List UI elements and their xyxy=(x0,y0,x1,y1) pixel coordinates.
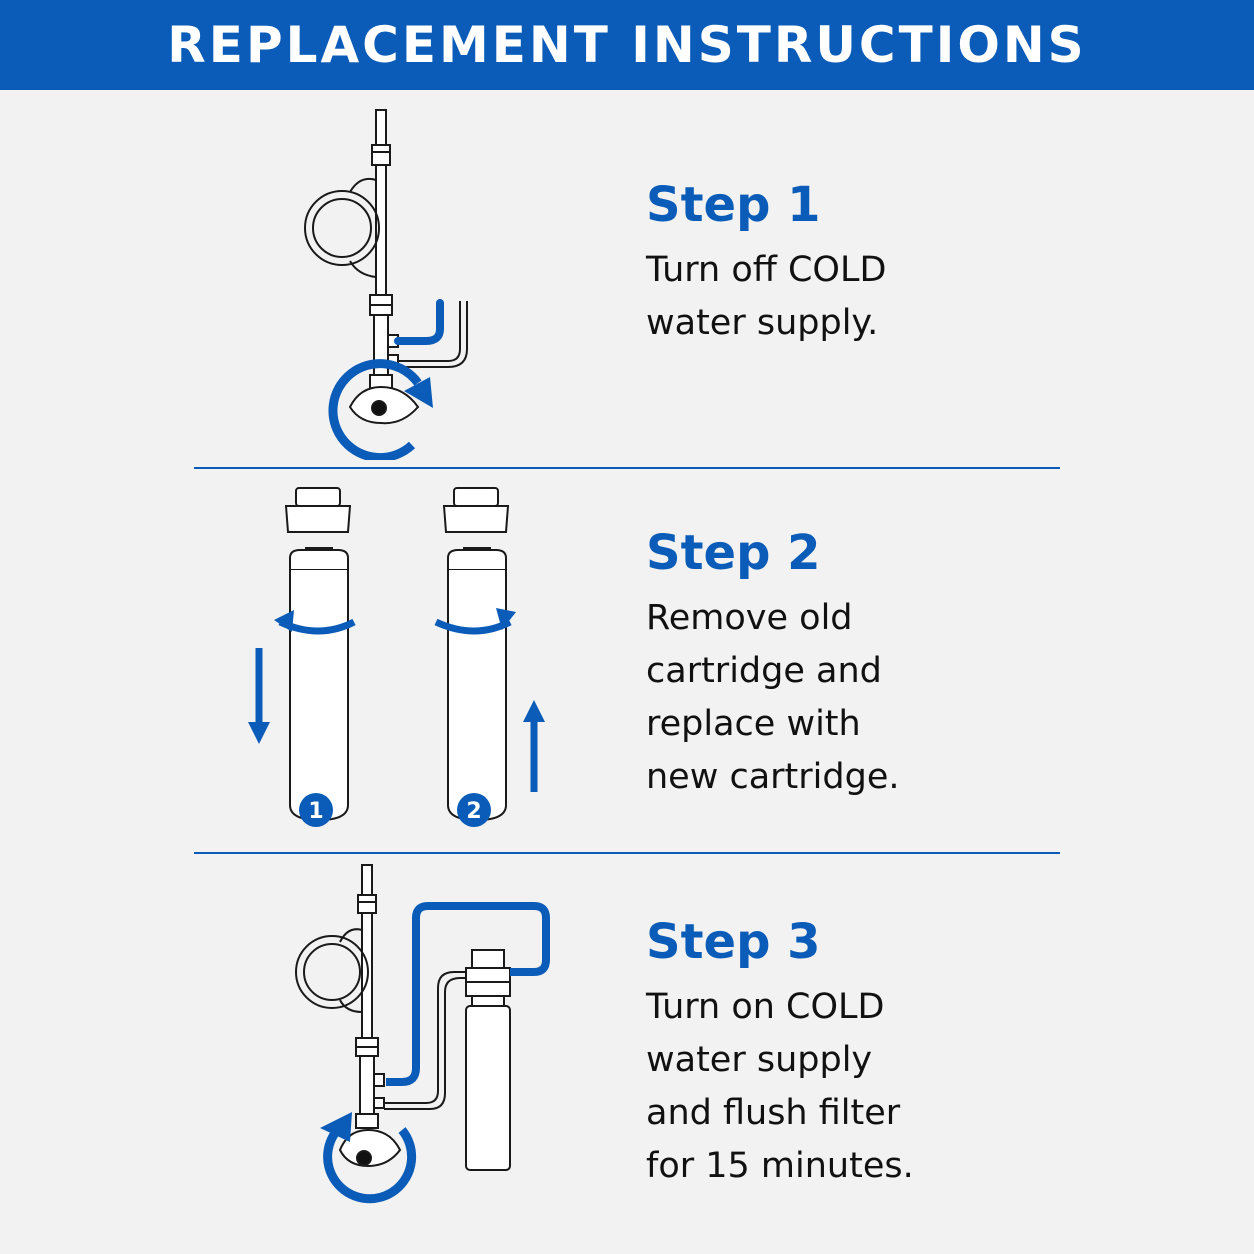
section-divider-2 xyxy=(194,852,1060,854)
page-title: REPLACEMENT INSTRUCTIONS xyxy=(167,16,1087,74)
step-1-title: Step 1 xyxy=(646,177,821,233)
cartridge-1-badge-label: 1 xyxy=(308,799,323,824)
section-divider-1 xyxy=(194,467,1060,469)
step-2-illustration: 1 2 xyxy=(248,487,545,827)
step-1-illustration xyxy=(304,109,468,460)
cartridge-2-badge-label: 2 xyxy=(466,799,481,824)
step-3-title: Step 3 xyxy=(646,914,821,970)
cartridge-1-badge xyxy=(299,793,333,827)
step-1-instruction: Turn off COLD water supply. xyxy=(646,250,887,343)
cartridge-2-badge xyxy=(457,793,491,827)
step-3-instruction: Turn on COLD water supply and flush filt… xyxy=(646,987,914,1186)
step-3-illustration xyxy=(295,864,550,1204)
step-2-text: Step 2 Remove old cartridge and replace … xyxy=(646,524,1066,804)
step-3-text: Step 3 Turn on COLD water supply and flu… xyxy=(646,913,1066,1193)
step-2-instruction: Remove old cartridge and replace with ne… xyxy=(646,598,900,797)
header-banner: REPLACEMENT INSTRUCTIONS xyxy=(0,0,1254,90)
step-1-text: Step 1 Turn off COLD water supply. xyxy=(646,176,1066,350)
step-2-title: Step 2 xyxy=(646,525,821,581)
